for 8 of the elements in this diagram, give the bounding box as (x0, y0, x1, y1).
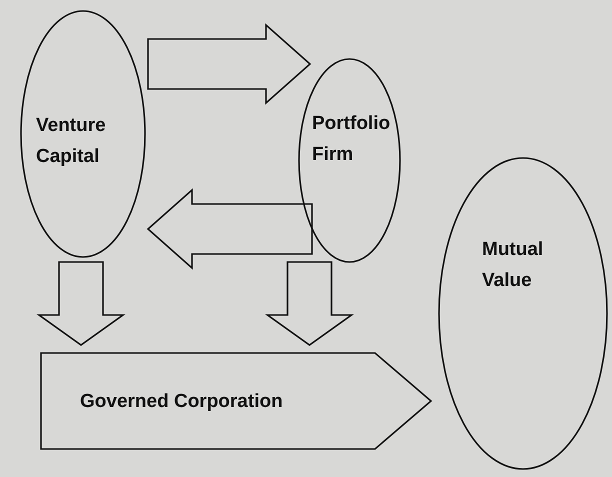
node-label: Governed Corporation (80, 390, 284, 414)
block-arrow (36, 261, 126, 346)
block-arrow (146, 188, 313, 270)
block-arrow (147, 23, 312, 105)
node-label: Mutual Value (482, 238, 544, 293)
node-label: Venture Capital (36, 114, 107, 169)
node-label: Portfolio Firm (312, 112, 392, 167)
block-arrow (265, 261, 354, 346)
